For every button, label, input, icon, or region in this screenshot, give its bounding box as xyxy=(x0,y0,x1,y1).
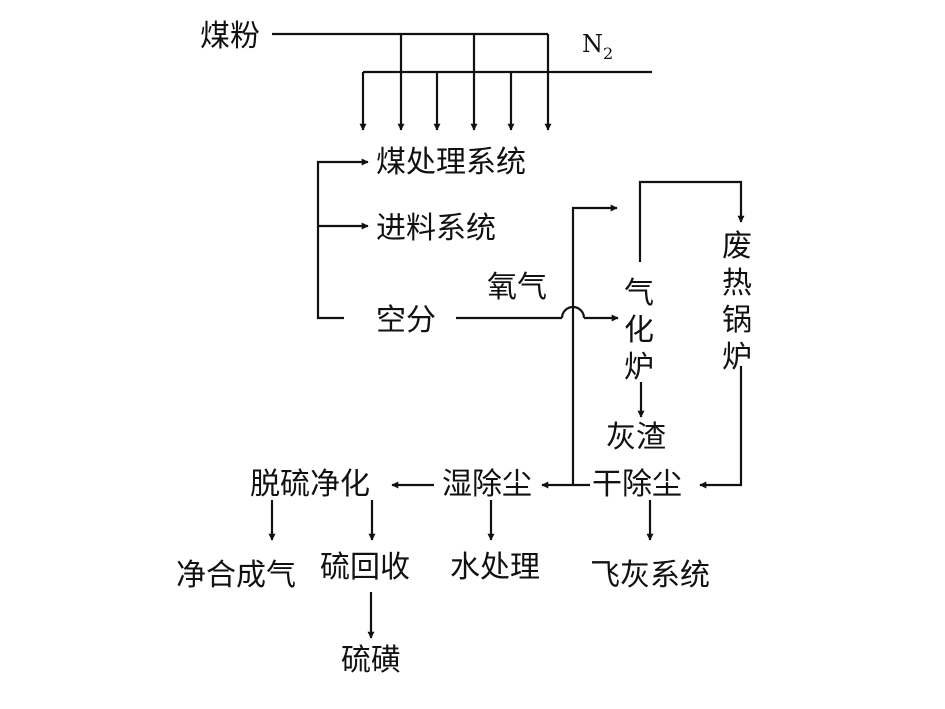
waste-heat-boiler-char: 炉 xyxy=(722,340,752,375)
waste-heat-boiler-char: 废 xyxy=(722,229,752,264)
coal-powder-label: 煤粉 xyxy=(200,19,260,54)
desulfurization-label: 脱硫净化 xyxy=(250,467,370,502)
n2-label: N2 xyxy=(582,30,613,63)
boiler-to-dry-dust-line xyxy=(699,366,743,489)
air-separation-label: 空分 xyxy=(376,303,436,338)
gasifier-char: 炉 xyxy=(624,350,654,385)
water-treatment-label: 水处理 xyxy=(450,550,540,585)
air-separation-lines xyxy=(316,158,369,320)
clean-syngas-label: 净合成气 xyxy=(176,558,296,593)
coal-processing-system-label: 煤处理系统 xyxy=(376,145,526,180)
oxygen-label: 氧气 xyxy=(487,270,547,305)
n2-lines xyxy=(359,70,652,131)
gasifier-to-boiler-line xyxy=(638,180,745,262)
fly-ash-system-label: 飞灰系统 xyxy=(590,558,710,593)
dry-dust-removal-label: 干除尘 xyxy=(592,467,682,502)
sulfur-recovery-label: 硫回收 xyxy=(320,550,410,585)
waste-heat-boiler-char: 锅 xyxy=(722,303,752,338)
recycle-riser-line xyxy=(571,204,618,485)
waste-heat-boiler-char: 热 xyxy=(722,266,752,301)
coal-powder-lines xyxy=(272,32,552,131)
feed-system-label: 进料系统 xyxy=(376,211,496,246)
ash-slag-label: 灰渣 xyxy=(606,420,666,455)
waste-heat-boiler-label: 废 热 锅 炉 xyxy=(722,229,752,375)
oxygen-line xyxy=(456,305,619,322)
sulfur-label: 硫磺 xyxy=(341,643,401,678)
wet-dust-removal-label: 湿除尘 xyxy=(442,467,532,502)
gasifier-char: 化 xyxy=(624,313,654,348)
gasifier-char: 气 xyxy=(624,276,654,311)
gasifier-label: 气 化 炉 xyxy=(624,276,654,385)
